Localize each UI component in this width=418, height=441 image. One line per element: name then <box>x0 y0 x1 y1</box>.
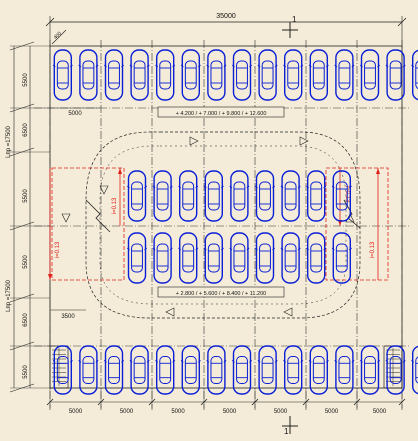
car <box>130 346 149 394</box>
car <box>230 171 249 221</box>
car <box>307 233 326 283</box>
car <box>153 233 172 283</box>
car <box>309 346 328 394</box>
car <box>104 50 123 100</box>
car <box>207 346 226 394</box>
car <box>207 50 226 100</box>
car <box>156 50 175 100</box>
car <box>179 171 198 221</box>
bottom-slot-label: 5000 <box>69 409 83 415</box>
left-dim-5: 6500 <box>23 313 29 327</box>
parking-row-bottom <box>53 346 418 394</box>
car <box>204 233 223 283</box>
car <box>281 171 300 221</box>
car <box>53 346 72 394</box>
section-label-bottom: 1 <box>284 427 289 436</box>
car <box>232 346 251 394</box>
aisle-offset-dimension: 3500 <box>50 310 86 320</box>
small-dim-label: 400 <box>53 31 63 41</box>
car <box>258 346 277 394</box>
parking-row-top <box>53 50 418 100</box>
bottom-slot-label: 5000 <box>325 409 339 415</box>
level-label-lower-box: + 2.800 / + 5.600 / + 8.400 / + 11.200 <box>158 287 284 297</box>
car <box>153 171 172 221</box>
bottom-slot-label: 5000 <box>171 409 185 415</box>
car <box>360 50 379 100</box>
parking-row-middle-upper <box>127 171 351 221</box>
car <box>204 171 223 221</box>
car <box>156 346 175 394</box>
left-length-lower: Lпр =17500 <box>6 279 12 311</box>
slope-label-2: i=0.13 <box>55 241 61 258</box>
car <box>79 50 98 100</box>
small-dimension: 400 <box>52 30 66 44</box>
car <box>281 233 300 283</box>
parking-row-middle-lower <box>127 233 351 283</box>
car <box>309 50 328 100</box>
car <box>79 346 98 394</box>
top-slot-dimension: 5000 <box>50 108 100 117</box>
car <box>130 50 149 100</box>
slot-width-top-label: 5000 <box>68 111 82 117</box>
left-dim-6: 5500 <box>23 365 29 379</box>
car <box>255 233 274 283</box>
car <box>181 50 200 100</box>
car <box>232 50 251 100</box>
section-mark-bottom: 1 <box>282 416 298 436</box>
left-dim-3: 5500 <box>23 189 29 203</box>
left-dim-2: 6500 <box>23 123 29 137</box>
car <box>230 233 249 283</box>
level-label-upper-box: + 4.200 / + 7.000 / + 9.800 / + 12.600 <box>158 107 284 117</box>
bottom-slot-label: 5000 <box>373 409 387 415</box>
car <box>181 346 200 394</box>
car <box>412 50 418 100</box>
bottom-slot-label: 5000 <box>274 409 288 415</box>
car <box>332 233 351 283</box>
total-width-label: 35000 <box>216 13 236 20</box>
bottom-slot-label: 5000 <box>223 409 237 415</box>
level-label-lower: + 2.800 / + 5.600 / + 8.400 / + 11.200 <box>176 291 266 297</box>
left-length-upper: Lпр =17500 <box>6 125 12 157</box>
left-dim-1: 5500 <box>23 73 29 87</box>
car <box>335 50 354 100</box>
top-dimension: 35000 <box>46 13 406 46</box>
car <box>53 50 72 100</box>
car <box>284 50 303 100</box>
section-label-top: 1 <box>292 15 297 24</box>
bottom-slot-label: 5000 <box>120 409 134 415</box>
car <box>104 346 123 394</box>
aisle-offset-label: 3500 <box>61 314 75 320</box>
left-dim-4: 5500 <box>23 255 29 269</box>
section-mark-top: 1 <box>282 15 298 38</box>
car <box>335 346 354 394</box>
car <box>360 346 379 394</box>
car <box>307 171 326 221</box>
car <box>255 171 274 221</box>
car <box>412 346 418 394</box>
car <box>284 346 303 394</box>
grid-lines <box>34 40 410 410</box>
slope-label-4: i=0.13 <box>370 241 376 258</box>
level-label-upper: + 4.200 / + 7.000 / + 9.800 / + 12.600 <box>176 111 267 117</box>
left-dimensions: Lпр =17500 Lпр =17500 5500 6500 5500 550… <box>6 42 50 392</box>
slope-label-1: i=0.13 <box>112 197 118 214</box>
car <box>127 233 146 283</box>
staircase-left <box>50 346 68 388</box>
car <box>258 50 277 100</box>
car <box>179 233 198 283</box>
car <box>127 171 146 221</box>
